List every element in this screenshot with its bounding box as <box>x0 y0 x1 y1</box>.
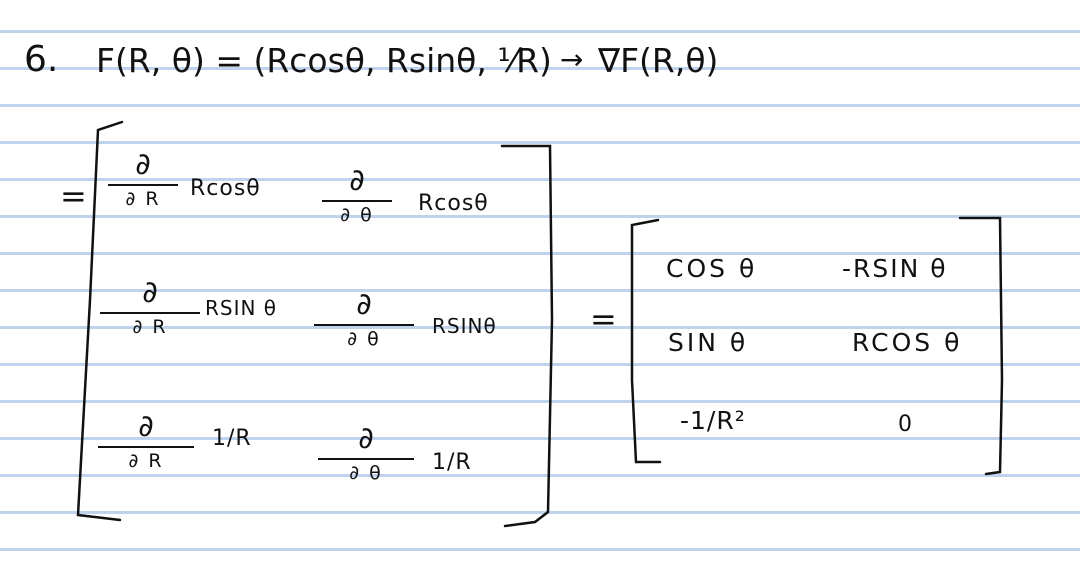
fraction-bar <box>318 458 414 460</box>
left-bracket-open <box>76 120 124 522</box>
partial-numerator: ∂ <box>142 275 158 310</box>
expr-r3c1: 1/R <box>212 426 252 451</box>
expr-r2c1: RSIN θ <box>205 296 278 320</box>
partial-numerator: ∂ <box>356 287 372 322</box>
partial-numerator: ∂ <box>349 163 365 198</box>
fraction-bar <box>100 312 200 314</box>
result-r1c1: COS θ <box>666 254 758 283</box>
partial-denominator: ∂ θ <box>347 328 381 350</box>
result-r2c2: RCOS θ <box>852 328 963 357</box>
expr-r3c2: 1/R <box>432 450 472 475</box>
expr-r1c1: Rcosθ <box>190 176 261 201</box>
partial-r1c1: ∂ ∂ R <box>108 150 178 209</box>
partial-r3c2: ∂ ∂ θ <box>318 424 414 483</box>
result-r3c2: 0 <box>898 412 913 437</box>
partial-denominator: ∂ R <box>128 450 164 472</box>
partial-numerator: ∂ <box>358 421 374 456</box>
partial-denominator: ∂ R <box>132 316 168 338</box>
partial-numerator: ∂ <box>135 147 151 182</box>
partial-r2c1: ∂ ∂ R <box>100 278 200 337</box>
partial-numerator: ∂ <box>138 409 154 444</box>
left-bracket-close <box>500 144 554 528</box>
problem-number: 6. <box>24 39 59 80</box>
equals-sign-left: = <box>60 177 87 215</box>
right-bracket-open <box>630 218 662 464</box>
fraction-bar <box>322 200 392 202</box>
expr-r2c2: RSINθ <box>432 314 497 338</box>
partial-denominator: ∂ R <box>125 188 161 210</box>
partial-denominator: ∂ θ <box>340 204 374 226</box>
partial-r3c1: ∂ ∂ R <box>98 412 194 471</box>
expr-r1c2: Rcosθ <box>418 191 489 216</box>
arrow-symbol: → <box>560 43 584 76</box>
gradient-target: ∇F(R,θ) <box>598 41 719 80</box>
fraction-bar <box>108 184 178 186</box>
partial-r2c2: ∂ ∂ θ <box>314 290 414 349</box>
equals-sign-right: = <box>590 300 617 338</box>
fraction-bar <box>314 324 414 326</box>
result-r1c2: -RSIN θ <box>842 254 948 283</box>
right-bracket-close <box>958 216 1004 476</box>
function-definition: F(R, θ) = (Rcosθ, Rsinθ, ⅟R) <box>96 41 552 80</box>
partial-denominator: ∂ θ <box>349 462 383 484</box>
result-r3c1: -1/R² <box>680 406 746 435</box>
fraction-bar <box>98 446 194 448</box>
partial-r1c2: ∂ ∂ θ <box>322 166 392 225</box>
result-r2c1: SIN θ <box>668 328 749 357</box>
